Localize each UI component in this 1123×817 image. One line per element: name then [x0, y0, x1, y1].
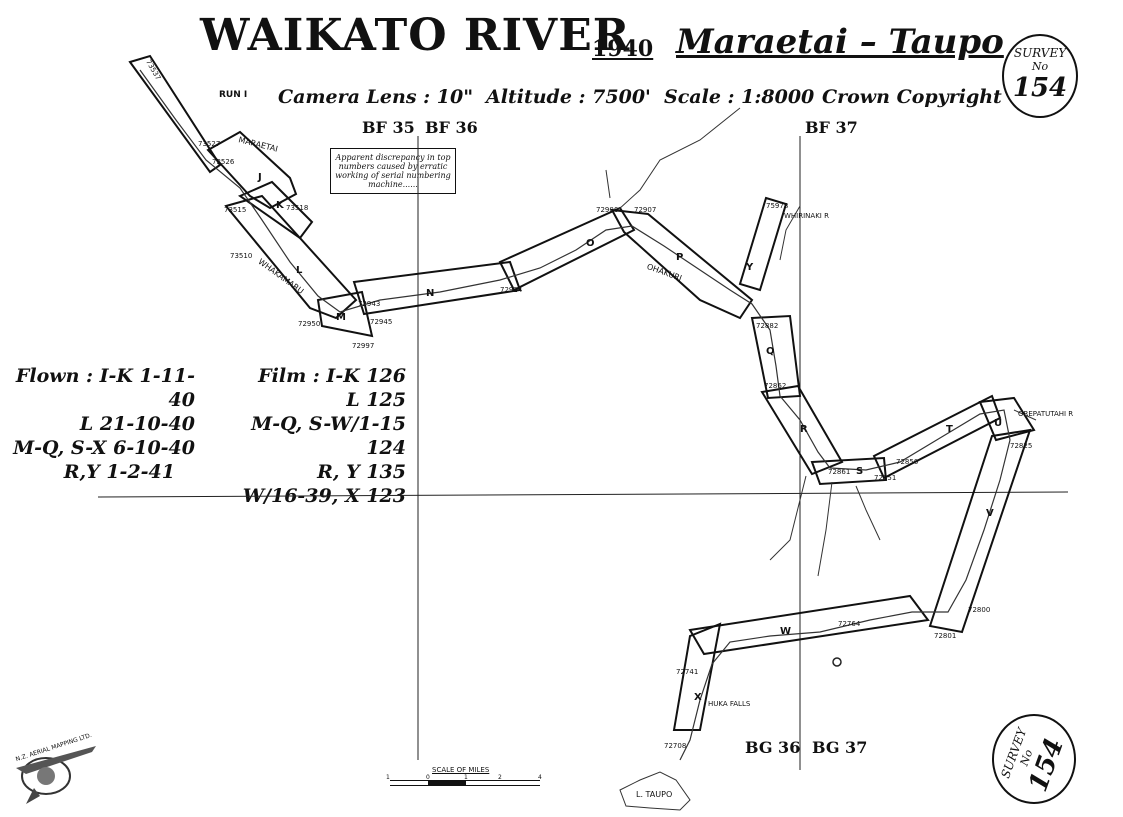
altitude-label: Altitude : 7500' [486, 86, 651, 108]
scale-tick: 2 [498, 774, 502, 781]
flight-strips [128, 54, 1036, 731]
photo-number: 72924 [500, 286, 523, 294]
place-huka-falls: HUKA FALLS [708, 700, 751, 708]
photo-number: 75978 [766, 202, 789, 210]
note-text: Apparent discrepancy in top numbers caus… [335, 153, 451, 189]
photo-number: 72764 [838, 620, 861, 628]
photo-number: 72906 [596, 206, 619, 214]
survey-no-label: No [1031, 60, 1049, 73]
place-orepatutahi: OREPATUTAHI R [1018, 410, 1074, 418]
run-letter-N: N [426, 288, 435, 299]
survey-stamp-bottom: SURVEY No 154 [992, 714, 1076, 804]
film-line: R, Y 135 [317, 461, 406, 483]
scale-tick: 1 [386, 774, 390, 781]
map-title: WAIKATO RIVER [200, 10, 631, 61]
tributaries [605, 107, 1037, 811]
photo-number: 72861 [828, 468, 851, 476]
run-letter-Y: Y [746, 262, 754, 273]
photo-number: 72850 [896, 458, 919, 466]
film-line: Film : I-K 126 [258, 365, 406, 387]
photo-number: 72997 [352, 342, 375, 350]
run-letter-W: W [780, 626, 792, 637]
flown-line: L 21-10-40 [79, 413, 195, 435]
photo-number: 73515 [224, 206, 247, 214]
small-lake [832, 657, 842, 667]
scale-bar: SCALE OF MILES 1 0 1 2 4 [386, 766, 546, 796]
run-letter-L: L [296, 265, 303, 276]
film-table: Film : I-K 126 L 125 M-Q, S-W/1-15 124 R… [220, 364, 406, 508]
photo-number: 72882 [756, 322, 779, 330]
photo-number: 72950 [298, 320, 321, 328]
grid-label-bg36: BG 36 [745, 738, 801, 757]
photo-number: 72800 [968, 606, 991, 614]
run-letter-J: J [258, 172, 262, 183]
run-letter-M: M [336, 312, 346, 323]
run-letter-V: V [986, 508, 994, 519]
run-label-I: RUN I [219, 90, 248, 100]
camera-lens-label: Camera Lens : 10" [278, 86, 474, 108]
run-letter-K: K [276, 200, 284, 211]
scale-bar-label: SCALE OF MILES [432, 766, 490, 774]
grid-label-bg37: BG 37 [812, 738, 868, 757]
film-line: M-Q, S-W/1-15 124 [251, 413, 406, 459]
photo-number: 72907 [634, 206, 657, 214]
flown-line: Flown : I-K 1-11-40 [15, 365, 195, 411]
run-letter-Q: Q [766, 346, 775, 357]
waikato-river [139, 69, 1011, 761]
survey-number: 154 [1012, 73, 1068, 103]
run-letter-X: X [694, 692, 702, 703]
grid-label-bf37: BF 37 [805, 118, 858, 137]
photo-number: 73527 [198, 140, 221, 148]
photo-number: 73518 [286, 204, 309, 212]
run-letter-S: S [856, 466, 864, 477]
nz-aerial-mapping-logo: N.Z. AERIAL MAPPING LTD. [6, 730, 106, 810]
scale-tick: 4 [538, 774, 542, 781]
map-subtitle: Maraetai – Taupo [676, 22, 1004, 62]
year-label: 1940 [592, 36, 654, 62]
flown-table: Flown : I-K 1-11-40 L 21-10-40 M-Q, S-X … [10, 364, 195, 484]
photo-number: 73510 [230, 252, 253, 260]
run-letter-T: T [946, 424, 953, 435]
run-letter-U: U [994, 418, 1003, 429]
photo-number: 72741 [676, 668, 699, 676]
photo-number: 72825 [1010, 442, 1033, 450]
place-lake-taupo: L. TAUPO [636, 790, 673, 799]
place-whirinaki: WHIRINAKI R [784, 212, 829, 220]
flown-line: R,Y 1-2-41 [63, 461, 175, 483]
photo-number: 72943 [358, 300, 381, 308]
grid-label-bf36: BF 36 [425, 118, 478, 137]
copyright-label: Crown Copyright [822, 86, 1002, 108]
survey-label: SURVEY [1013, 46, 1067, 60]
survey-stamp-top: SURVEY No 154 [1002, 34, 1078, 118]
photo-number: 72801 [934, 632, 957, 640]
scale-tick: 0 [426, 774, 430, 781]
film-line: L 125 [346, 389, 406, 411]
logo-icon [16, 746, 96, 804]
run-letter-P: P [676, 252, 684, 263]
discrepancy-note: Apparent discrepancy in top numbers caus… [330, 148, 456, 194]
run-letter-R: R [800, 424, 808, 435]
scale-label: Scale : 1:8000 [664, 86, 815, 108]
flown-line: M-Q, S-X 6-10-40 [13, 437, 195, 459]
scale-tick: 1 [464, 774, 468, 781]
scale-bar-fill [428, 780, 466, 786]
grid-lines [97, 136, 1069, 770]
photo-number: 72862 [764, 382, 787, 390]
photo-number: 72851 [874, 474, 897, 482]
photo-number: 73526 [212, 158, 235, 166]
grid-label-bf35: BF 35 [362, 118, 415, 137]
photo-number: 72708 [664, 742, 687, 750]
run-letter-O: O [586, 238, 595, 249]
photo-number: 72945 [370, 318, 393, 326]
